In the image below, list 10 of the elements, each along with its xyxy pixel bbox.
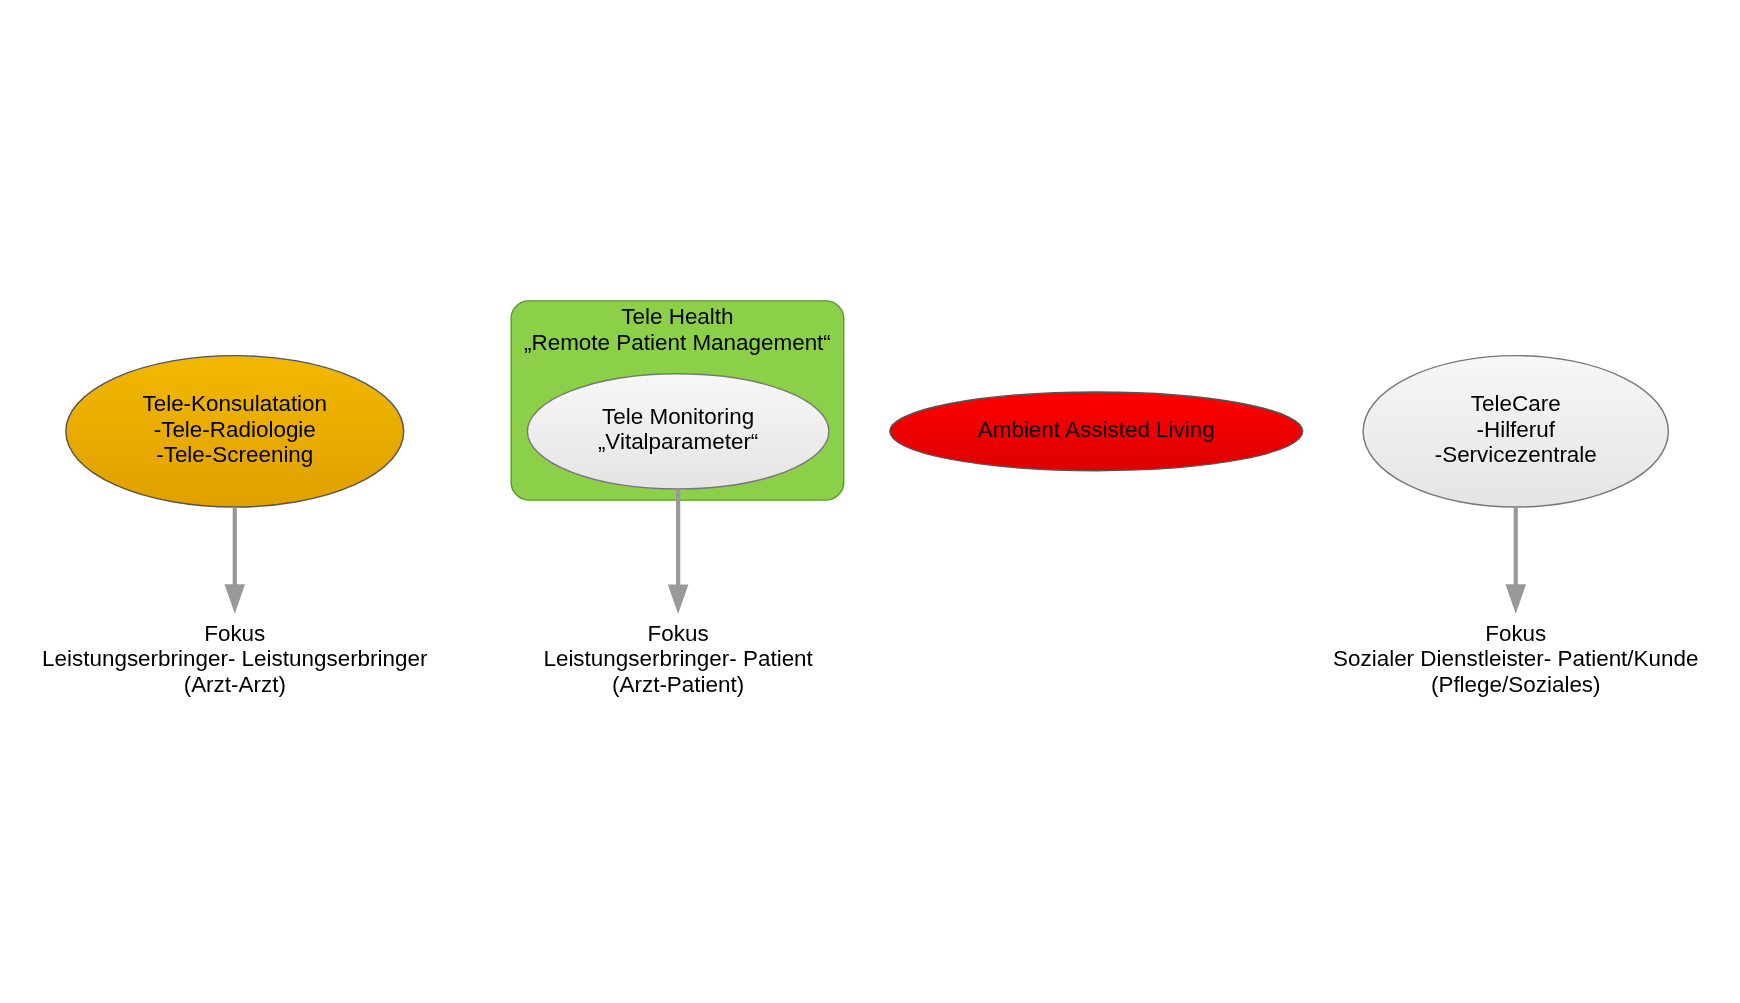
node-ellipse: Tele Monitoring „Vitalparameter“: [526, 372, 830, 490]
node-ellipse: TeleCare -Hilferuf -Servicezentrale: [1362, 354, 1670, 508]
arrow: [667, 488, 689, 614]
node-text: Fokus Leistungserbringer- Leistungserbringer (Arzt-Arzt): [42, 620, 428, 697]
node-text: Fokus Leistungserbringer- Patient (Arzt-Patient): [543, 620, 813, 697]
node-ellipse: Ambient Assisted Living: [889, 390, 1304, 471]
arrow: [1505, 506, 1527, 614]
node-ellipse: Tele-Konsulatation -Tele-Radiologie -Tele-Screening: [65, 354, 405, 508]
arrow: [224, 506, 246, 614]
node-text: Fokus Sozialer Dienstleister- Patient/Kunde (Pflege/Soziales): [1333, 620, 1699, 697]
